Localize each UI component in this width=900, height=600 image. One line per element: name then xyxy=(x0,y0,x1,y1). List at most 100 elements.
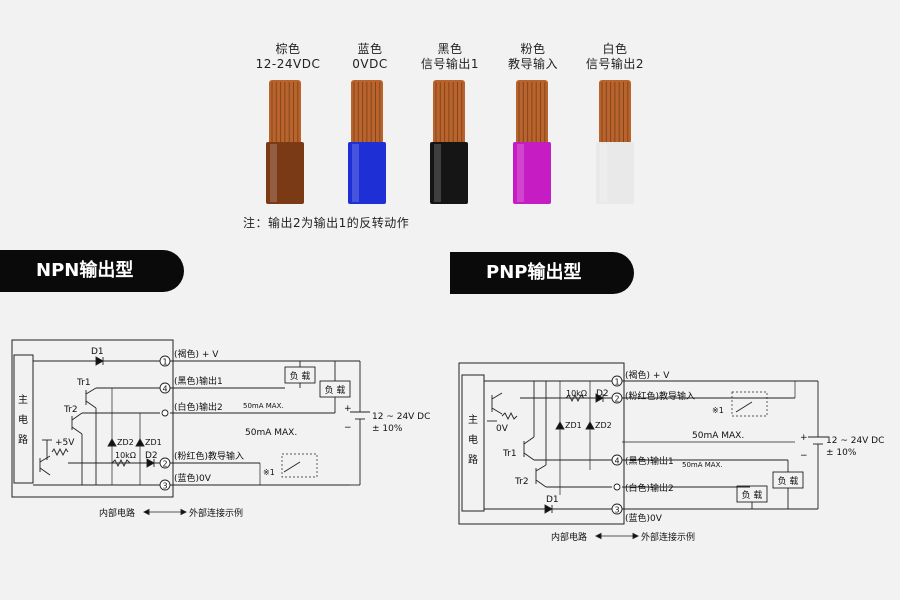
wire-label-white: 白色 信号输出2 xyxy=(570,42,660,72)
npn-teach-switch-box xyxy=(281,453,318,478)
npn-zd1-label: ZD1 xyxy=(145,438,162,447)
npn-tr1-label: Tr1 xyxy=(76,378,91,388)
pnp-plus-sign: + xyxy=(800,433,808,443)
wire-picture-black xyxy=(430,80,468,204)
copper-conductor xyxy=(599,80,631,146)
wire-color-name: 粉色 xyxy=(520,42,546,56)
wire-picture-pink xyxy=(513,80,551,204)
pnp-teach-switch-box xyxy=(731,391,768,417)
wire-picture-white xyxy=(596,80,634,204)
npn-tr2-emitter xyxy=(71,426,83,435)
npn-r10k-label: 10kΩ xyxy=(115,451,136,460)
npn-external-label: 外部连接示例 xyxy=(189,507,243,519)
npn-tr2-label: Tr2 xyxy=(63,405,78,415)
wire-label-brown: 棕色 12-24VDC xyxy=(243,42,333,72)
npn-zd2-label: ZD2 xyxy=(117,438,134,447)
pnp-teach-transistor-collector xyxy=(491,392,503,400)
pnp-section-title: PNP输出型 xyxy=(450,252,634,294)
pnp-d1-label: D1 xyxy=(546,495,559,505)
wire-function: 教导输入 xyxy=(507,57,558,71)
pnp-pink-label: (粉红色)教导输入 xyxy=(625,390,695,402)
npn-tolerance-label: ± 10% xyxy=(372,424,403,434)
npn-plus-sign: + xyxy=(344,404,352,414)
pnp-zd1-label: ZD1 xyxy=(565,421,582,430)
npn-terminal-1-label: 1 xyxy=(162,358,167,367)
npn-main-circuit-block xyxy=(13,354,34,484)
pnp-d2-diode xyxy=(595,393,604,403)
npn-internal-label: 内部电路 xyxy=(99,507,135,519)
wire-picture-blue xyxy=(348,80,386,204)
copper-conductor xyxy=(269,80,301,146)
insulation-highlight xyxy=(517,144,524,202)
npn-minus-sign: − xyxy=(344,423,352,433)
npn-arrow-right xyxy=(180,508,188,516)
pnp-brown-label: (褐色) + V xyxy=(625,369,670,381)
pnp-terminal-2-label: 2 xyxy=(614,395,619,404)
npn-d1-diode xyxy=(95,356,104,366)
pnp-max2-label: 50mA MAX. xyxy=(682,461,723,469)
npn-bias-resistor xyxy=(51,447,69,457)
npn-teach-transistor-collector xyxy=(39,455,51,463)
pnp-r10k-resistor xyxy=(565,393,585,403)
pnp-tr1-collector xyxy=(523,452,535,461)
pnp-teach-switch xyxy=(735,401,753,413)
pnp-d1-diode xyxy=(544,504,553,514)
npn-note-mark: ※1 xyxy=(263,468,275,477)
wire-color-name: 棕色 xyxy=(275,42,301,56)
pnp-0v-label: 0V xyxy=(496,424,509,434)
npn-blue-label: (蓝色)0V xyxy=(174,472,212,484)
pnp-load-1-label: 负 载 xyxy=(778,475,799,487)
pnp-main-label-2: 电 xyxy=(468,433,478,446)
pnp-black-label: (黑色)输出1 xyxy=(625,455,674,467)
npn-load-2-label: 负 载 xyxy=(325,384,346,396)
pnp-internal-label: 内部电路 xyxy=(551,531,587,543)
pnp-zd1-diode xyxy=(555,421,565,430)
npn-internal-frame xyxy=(11,339,174,498)
pnp-tolerance-label: ± 10% xyxy=(826,448,857,458)
npn-main-label-3: 路 xyxy=(18,433,28,446)
pnp-tr1-label: Tr1 xyxy=(502,449,517,459)
wire-label-blue: 蓝色 0VDC xyxy=(325,42,415,72)
pnp-arrow-left xyxy=(594,532,602,540)
pnp-supply-label: 12 ~ 24V DC xyxy=(826,436,884,446)
pnp-internal-frame xyxy=(458,362,625,525)
pnp-arrow-right xyxy=(632,532,640,540)
pnp-load-2-label: 负 载 xyxy=(742,489,763,501)
npn-terminal-2-label: 2 xyxy=(162,460,167,469)
wire-insulation xyxy=(513,142,551,204)
npn-circuit: 主 电 路 D1 Tr1 Tr2 ZD2 ZD1 +5V xyxy=(11,339,430,519)
wire-color-name: 白色 xyxy=(602,42,628,56)
pnp-tr2-emitter xyxy=(535,464,547,472)
npn-d2-diode xyxy=(146,458,155,468)
wire-function: 0VDC xyxy=(352,57,388,71)
wire-color-name: 黑色 xyxy=(437,42,463,56)
pnp-terminal-4-label: 4 xyxy=(614,457,619,466)
npn-teach-transistor-emitter xyxy=(39,467,51,476)
npn-zd1-diode xyxy=(135,438,145,447)
wire-function: 12-24VDC xyxy=(255,57,321,71)
npn-max2-label: 50mA MAX. xyxy=(245,428,297,438)
npn-teach-switch xyxy=(283,461,301,473)
npn-load-1-label: 负 载 xyxy=(290,370,311,382)
npn-terminal-white xyxy=(161,409,169,417)
npn-supply-label: 12 ~ 24V DC xyxy=(372,412,430,422)
pnp-tr2-label: Tr2 xyxy=(514,477,529,487)
pnp-max1-label: 50mA MAX. xyxy=(692,431,744,441)
pnp-terminal-3 xyxy=(611,503,623,515)
npn-brown-label: (褐色) + V xyxy=(174,348,219,360)
wire-insulation xyxy=(348,142,386,204)
wire-insulation xyxy=(430,142,468,204)
npn-black-label: (黑色)输出1 xyxy=(174,375,223,387)
insulation-highlight xyxy=(434,144,441,202)
pnp-terminal-1-label: 1 xyxy=(614,378,619,387)
pnp-note-mark: ※1 xyxy=(712,406,724,415)
copper-conductor xyxy=(516,80,548,146)
pnp-teach-transistor-emitter xyxy=(491,407,503,415)
pnp-white-label: (白色)输出2 xyxy=(625,482,674,494)
pnp-zd2-label: ZD2 xyxy=(595,421,612,430)
pnp-external-label: 外部连接示例 xyxy=(641,531,695,543)
npn-d1-label: D1 xyxy=(91,347,104,357)
npn-r10k-resistor xyxy=(111,458,131,468)
pnp-terminal-1 xyxy=(611,375,623,387)
